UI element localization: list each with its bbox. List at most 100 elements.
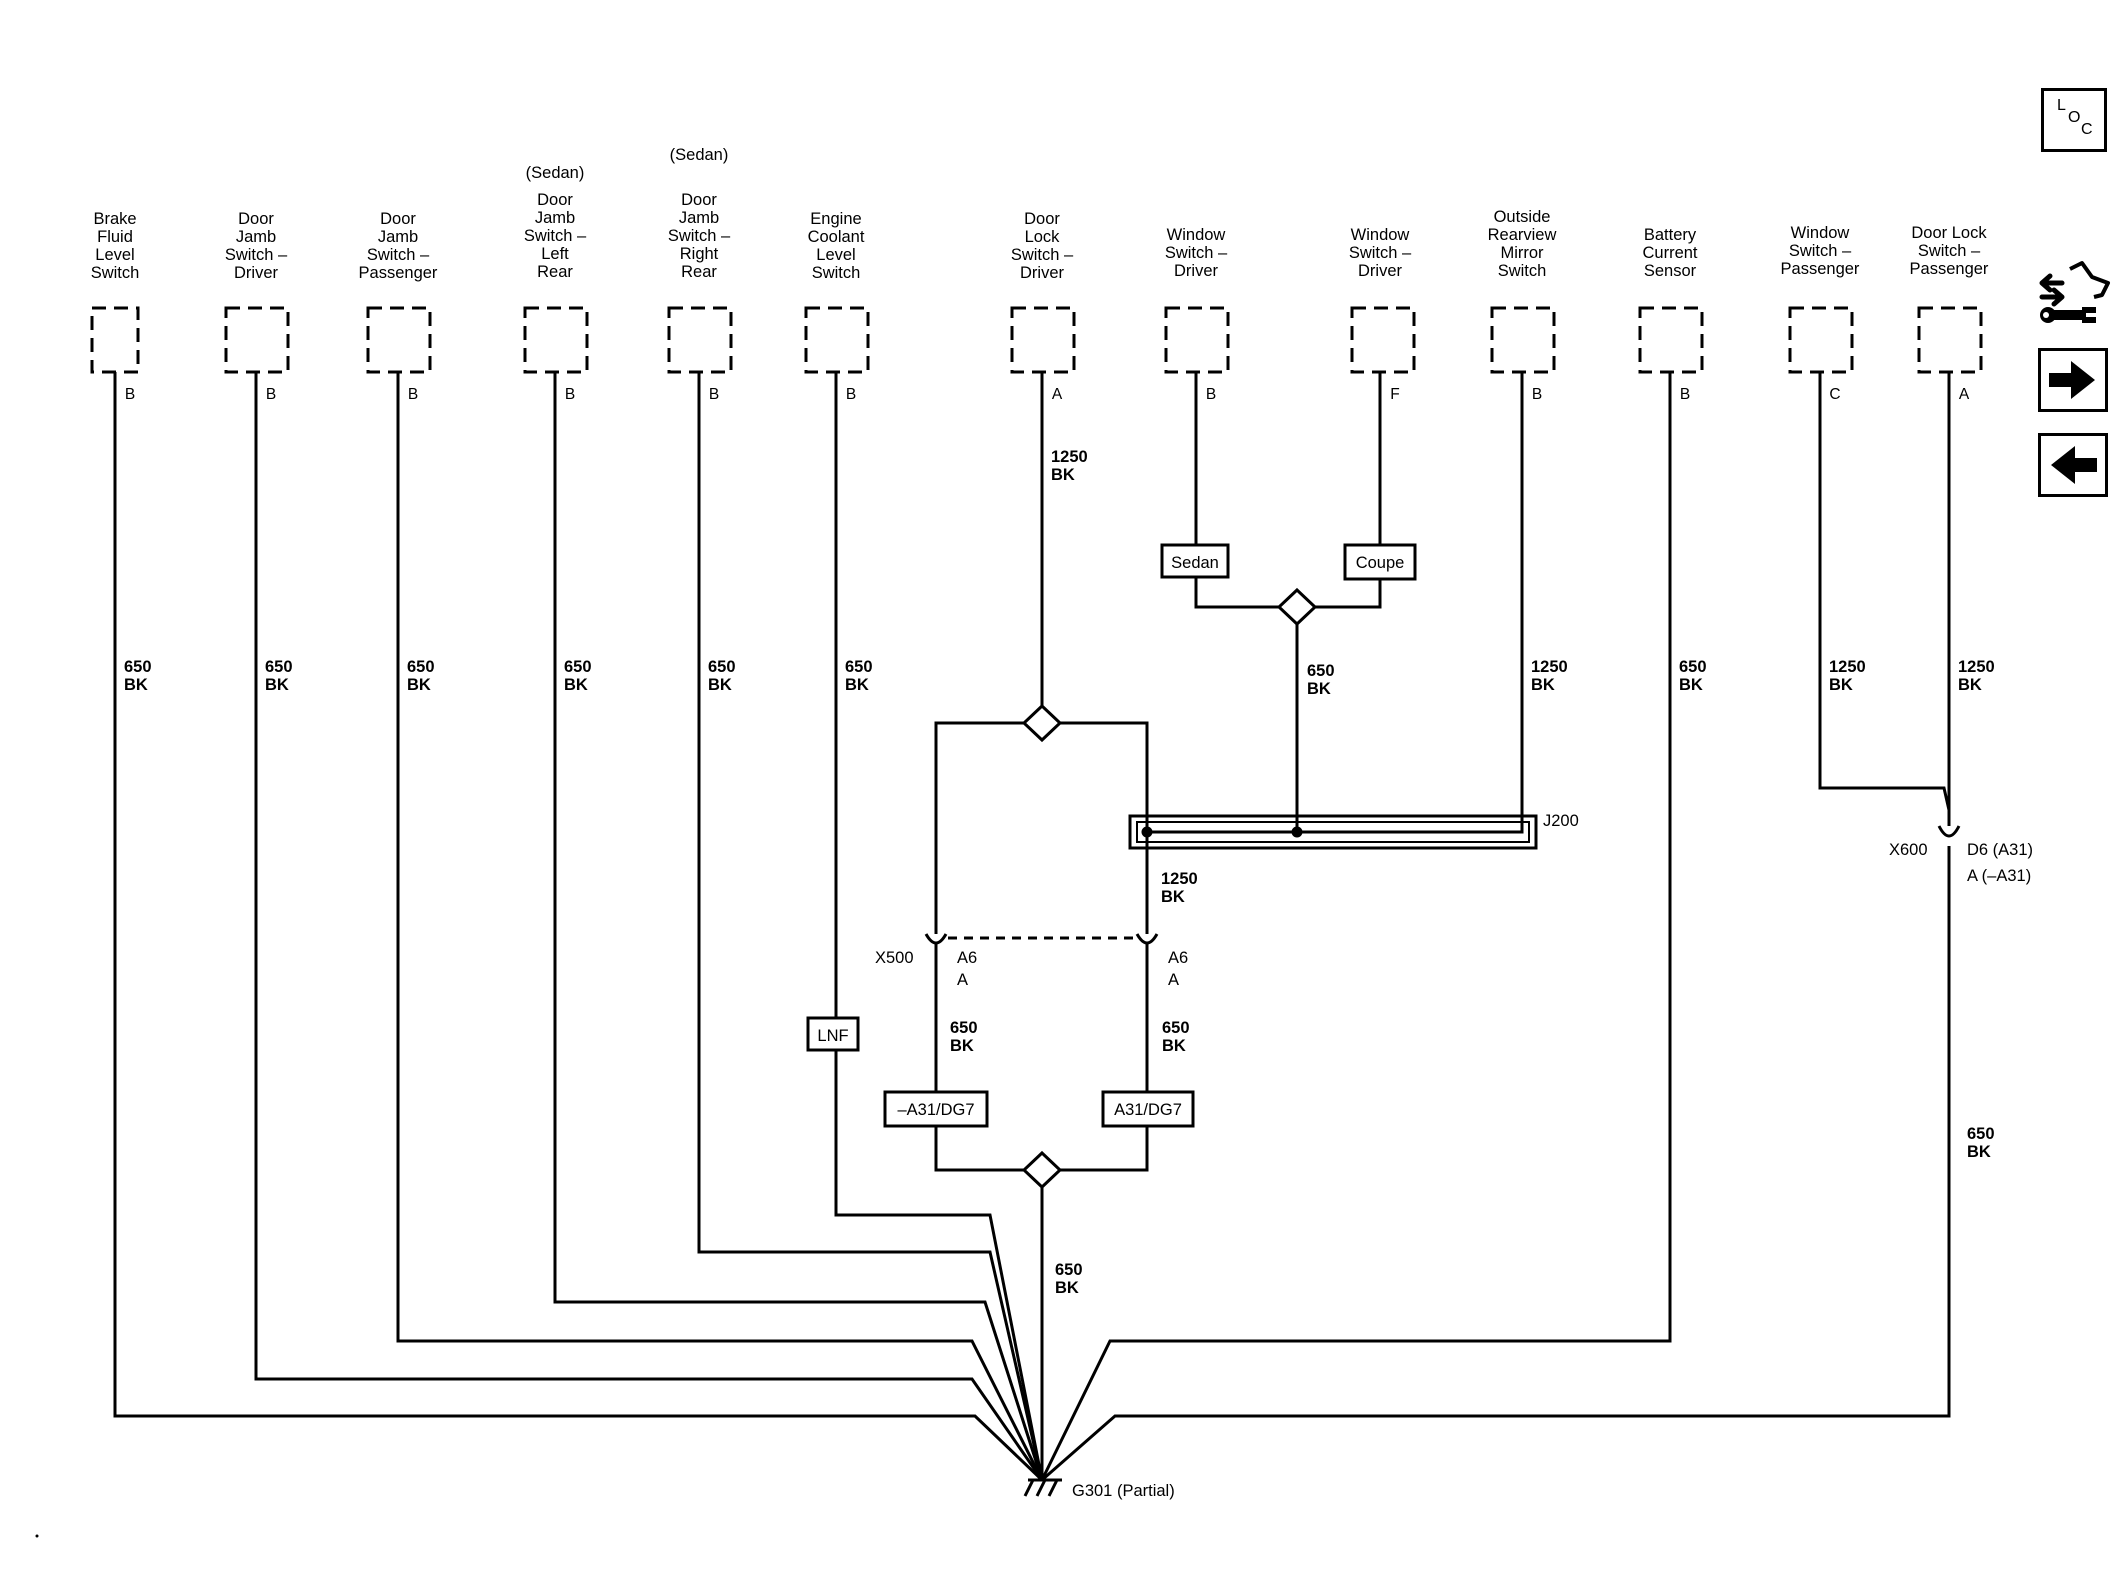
pin-label: B [408, 386, 418, 403]
component-name-line: Battery [1644, 226, 1697, 244]
component-name-line: Door Lock [1911, 224, 1987, 242]
wrench-connector-icon[interactable] [2036, 255, 2116, 335]
wire-label-x600-out: 650 BK [1967, 1125, 1995, 1161]
wire [1040, 372, 1672, 1481]
splice-ground-diamond [1021, 1150, 1063, 1190]
component-name-line: Door [238, 210, 274, 228]
svg-text:BK: BK [1307, 680, 1331, 698]
wire-color: BK [265, 676, 289, 694]
wire-gauge: 650 [1679, 658, 1707, 676]
component-name-line: Rearview [1488, 226, 1557, 244]
component-name-line: Rear [681, 263, 717, 281]
component-outline [1350, 306, 1416, 374]
pin-label: C [1829, 386, 1840, 403]
wire-label-ground-main: 650 BK [1055, 1261, 1083, 1297]
wire-color: BK [708, 676, 732, 694]
previous-page-button[interactable] [2038, 433, 2108, 497]
component-name-line: Rear [537, 263, 573, 281]
component-name-line: Switch – [668, 227, 731, 245]
svg-text:Sedan: Sedan [1171, 554, 1219, 572]
component-name-line: Switch [812, 264, 861, 282]
pin-label: B [846, 386, 856, 403]
component-name-line: Outside [1494, 208, 1551, 226]
pin-label: A [1052, 386, 1063, 403]
wire [1194, 577, 1279, 609]
component-name-line: Switch – [1011, 246, 1074, 264]
svg-text:650: 650 [1162, 1019, 1190, 1037]
arrow-left-icon [2051, 446, 2097, 484]
svg-text:BK: BK [1162, 1037, 1186, 1055]
component-name-line: Switch – [1918, 242, 1981, 260]
component-name-line: Driver [1174, 262, 1219, 280]
svg-text:Coupe: Coupe [1356, 554, 1405, 572]
wire [1041, 846, 1951, 1482]
component-name-line: Passenger [359, 264, 438, 282]
component-name-line: Driver [234, 264, 279, 282]
svg-text:BK: BK [1055, 1279, 1079, 1297]
next-page-button[interactable] [2038, 348, 2108, 412]
component-name-line: Passenger [1910, 260, 1989, 278]
component-note: (Sedan) [526, 164, 585, 182]
svg-text:650: 650 [1055, 1261, 1083, 1279]
component-outline [224, 306, 290, 374]
wire-color: BK [1829, 676, 1853, 694]
wire [1060, 721, 1149, 934]
svg-text:A6: A6 [1168, 949, 1188, 967]
wire-color: BK [1958, 676, 1982, 694]
loc-letter-o: O [2068, 109, 2081, 126]
wire [1147, 372, 1524, 834]
component-name-line: Switch – [367, 246, 430, 264]
component-name-line: Driver [1358, 262, 1403, 280]
svg-text:–A31/DG7: –A31/DG7 [897, 1101, 974, 1119]
component-name-line: Lock [1025, 228, 1061, 246]
wire [396, 372, 1044, 1481]
pin-label: B [709, 386, 719, 403]
component-name-line: Coolant [808, 228, 865, 246]
svg-text:A (–A31): A (–A31) [1967, 867, 2031, 885]
pin-label: B [1532, 386, 1542, 403]
wire [113, 372, 1044, 1482]
svg-text:X500: X500 [875, 949, 914, 967]
component-outline [90, 306, 140, 374]
wire [934, 1126, 1024, 1172]
wire-label-x500-right: 650 BK [1162, 1019, 1190, 1055]
component-name-line: Switch – [1165, 244, 1228, 262]
wire-gauge: 1250 [1531, 658, 1568, 676]
svg-text:BK: BK [1161, 888, 1185, 906]
wire [553, 372, 1044, 1481]
pin-label: B [1680, 386, 1690, 403]
component-name-line: Jamb [535, 209, 575, 227]
component-name-line: Jamb [236, 228, 276, 246]
wire-gauge: 1250 [1051, 448, 1088, 466]
wire-gauge: 1250 [1958, 658, 1995, 676]
component-name-line: Switch – [1789, 242, 1852, 260]
svg-text:BK: BK [1967, 1143, 1991, 1161]
component-name-line: Switch – [524, 227, 587, 245]
wire [254, 372, 1044, 1481]
svg-text:650: 650 [1307, 662, 1335, 680]
pin-label: B [565, 386, 575, 403]
component-name-line: Window [1351, 226, 1410, 244]
component-name-line: Switch – [1349, 244, 1412, 262]
component-outline [1788, 306, 1854, 374]
arrow-right-icon [2049, 361, 2095, 399]
wire-color: BK [124, 676, 148, 694]
wire-color: BK [845, 676, 869, 694]
component-name-line: Jamb [679, 209, 719, 227]
component-name-line: Brake [93, 210, 136, 228]
component-outline [1638, 306, 1704, 374]
wire-gauge: 1250 [1829, 658, 1866, 676]
pin-label: F [1390, 386, 1399, 403]
component-outline [1490, 306, 1556, 374]
loc-button[interactable]: L O C [2041, 88, 2107, 152]
component-name-line: Door [380, 210, 416, 228]
corner-artifact-dot [35, 1534, 39, 1538]
